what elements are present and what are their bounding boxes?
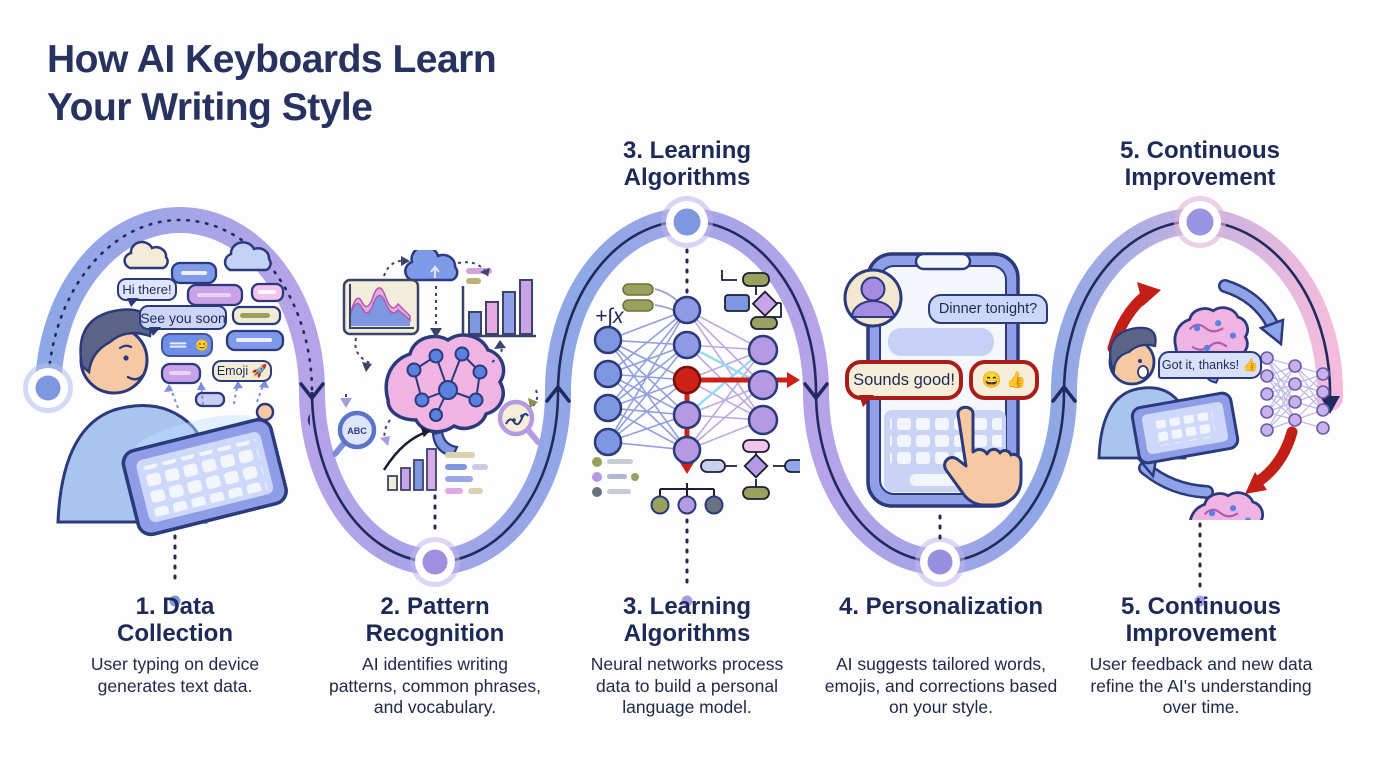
bubble-sounds-good: Sounds good! xyxy=(845,360,963,407)
bubble-see-you-soon: See you soon xyxy=(139,305,227,336)
bubble-typing-message: 😊 xyxy=(161,333,213,357)
cloud-icon xyxy=(123,240,272,272)
heading-line: 5. Continuous xyxy=(1120,137,1280,164)
heading-line: Algorithms xyxy=(623,164,751,191)
typing-emoji: 😊 xyxy=(195,339,209,352)
path-end-arrow-icon xyxy=(1320,396,1340,414)
bubble-emoji-suggestion: 😄 👍 xyxy=(969,360,1039,400)
math-symbol: +∫x xyxy=(595,305,625,328)
message-placeholder xyxy=(888,328,994,356)
pointing-hand-icon xyxy=(943,405,1023,507)
bar-chart-card xyxy=(461,268,536,338)
person-typing xyxy=(56,308,310,537)
title-line-1: How AI Keyboards Learn xyxy=(47,38,497,81)
milestone-node-2 xyxy=(410,537,460,587)
stage-description: AI identifies writing patterns, common p… xyxy=(328,654,542,717)
cycle-arrow-blue-right xyxy=(1218,279,1285,347)
stage-heading: 4. Personalization xyxy=(838,593,1044,620)
milestone-node-start xyxy=(23,363,73,413)
milestone-node-3 xyxy=(661,196,713,248)
stage3-illustration: +∫x xyxy=(592,270,800,515)
area-chart-card xyxy=(342,278,420,336)
milestone-node-5 xyxy=(1174,196,1226,248)
redacted-text-bars xyxy=(169,342,187,348)
cloud-upload-icon xyxy=(404,250,459,282)
stage-description: Neural networks process data to build a … xyxy=(590,654,784,717)
svg-text:ABC: ABC xyxy=(347,426,367,436)
title-line-2: Your Writing Style xyxy=(47,86,373,129)
tablet-keyboard-keys xyxy=(142,438,268,518)
ribbon-centerline xyxy=(310,219,1332,564)
heading-line: Improvement xyxy=(1124,164,1276,191)
phone-notch xyxy=(914,252,972,271)
tablet-device xyxy=(1130,391,1240,465)
stage-description: User typing on device generates text dat… xyxy=(90,654,260,696)
magnifier-abc-icon: ABC xyxy=(332,410,377,457)
bubble-emoji-label: Emoji 🚀 xyxy=(212,360,272,382)
typing-arrowheads xyxy=(164,380,269,392)
hidden-nodes xyxy=(672,295,702,465)
person-hair xyxy=(1108,326,1157,375)
output-nodes xyxy=(747,334,779,436)
mini-neural-net-icon xyxy=(1260,351,1330,437)
person-feedback xyxy=(1097,326,1240,465)
top-heading-stage5: 5. Continuous Improvement xyxy=(1090,137,1310,191)
stage-description: AI suggests tailored words, emojis, and … xyxy=(824,654,1058,717)
magnifier-trend-icon xyxy=(497,399,541,445)
stage1-illustration xyxy=(56,240,310,537)
page-title: How AI Keyboards Learn Your Writing Styl… xyxy=(47,36,497,132)
top-heading-stage3: 3. Learning Algorithms xyxy=(587,137,787,191)
input-nodes xyxy=(593,325,623,457)
milestone-node-4 xyxy=(915,537,965,587)
stage-label-4: 4. Personalization AI suggests tailored … xyxy=(816,593,1066,719)
path-chevron-icons xyxy=(299,382,1077,403)
chat-bubble-cluster xyxy=(160,261,285,408)
connector-dot-3 xyxy=(681,595,693,607)
bubble-hi-there: Hi there! xyxy=(117,278,177,307)
stage2-illustration: ABC xyxy=(332,250,541,494)
flowchart-bottom-right xyxy=(700,439,800,500)
stage2-arrowheads xyxy=(340,256,538,446)
bubble-got-it: Got it, thanks! 👍 xyxy=(1158,351,1262,379)
ribbon-dashed-centerline xyxy=(46,218,314,394)
brain-bottom-icon xyxy=(1189,491,1264,520)
feature-pills xyxy=(622,283,682,314)
stage5-illustration xyxy=(1097,279,1330,520)
connector-dot-1 xyxy=(169,595,181,607)
cycle-arrow-red-down xyxy=(1245,426,1298,494)
stage-description: User feedback and new data refine the AI… xyxy=(1089,654,1313,717)
output-tree xyxy=(650,483,724,515)
flowchart-top-right xyxy=(721,270,782,330)
tablet-device xyxy=(121,402,310,537)
heading-line: 3. Learning xyxy=(622,137,752,164)
bubble-dinner-tonight: Dinner tonight? xyxy=(928,294,1048,324)
legend-dots xyxy=(592,457,639,497)
brain-icon xyxy=(384,333,506,458)
contact-avatar xyxy=(843,268,903,328)
connector-dot-5 xyxy=(1194,595,1206,607)
growth-bars-icon xyxy=(382,426,437,491)
token-lines-icon xyxy=(445,452,488,494)
